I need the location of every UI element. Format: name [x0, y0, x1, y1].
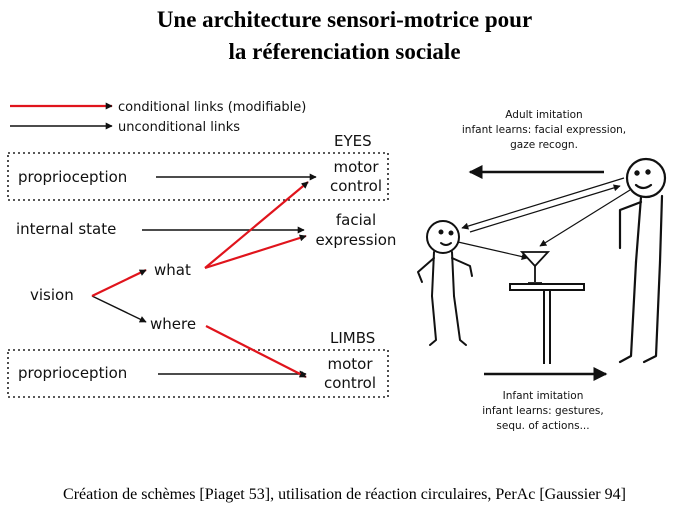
child-arm-right [451, 257, 473, 277]
legend-conditional-label: conditional links (modifiable) [118, 100, 306, 115]
gaze-child-to-glass [457, 241, 529, 261]
glass-bowl [519, 251, 551, 268]
motor-control-bottom-line-2: control [324, 374, 376, 392]
motor-control-top-line-1: motor [333, 158, 379, 176]
table-with-glass [509, 251, 585, 364]
gaze-child-to-adult [469, 184, 621, 233]
where-label: where [150, 315, 196, 333]
adult-head [625, 157, 667, 199]
link-what-to-motor-top [204, 181, 309, 269]
child-head [426, 220, 460, 254]
motor-control-top-line-2: control [330, 177, 382, 195]
legend: conditional links (modifiable) unconditi… [10, 100, 306, 135]
link-vision-to-where [91, 295, 147, 323]
table-top [509, 283, 585, 291]
link-what-to-facial [204, 234, 307, 270]
adult-imitation-line-1: Adult imitation [505, 109, 582, 121]
infant-imitation-line-1: Infant imitation [503, 390, 584, 402]
slide-caption: Création de schèmes [Piaget 53], utilisa… [63, 486, 626, 503]
adult-eye-left [634, 170, 640, 176]
what-label: what [154, 261, 191, 279]
adult-leg-right [642, 260, 662, 364]
child-leg-left [429, 295, 437, 346]
title-line-2: la réferenciation sociale [228, 39, 461, 64]
table-leg [543, 290, 551, 364]
gaze-adult-to-child [461, 177, 625, 230]
eyes-group-box [7, 152, 389, 201]
glass-stem [528, 266, 542, 284]
gaze-arrows [457, 177, 631, 261]
child-eye-left [438, 229, 444, 235]
internal-state-label: internal state [16, 220, 116, 238]
child-eye-right [448, 230, 454, 236]
adult-leg-left [618, 260, 638, 364]
facial-expression-line-1: facial [336, 211, 376, 229]
proprioception-top-label: proprioception [18, 168, 127, 186]
infant-imitation-line-2: infant learns: gestures, [482, 405, 603, 417]
child-body-back [451, 251, 455, 297]
adult-figure [618, 157, 667, 364]
motor-control-bottom-line-1: motor [327, 355, 373, 373]
infant-imitation-line-3: sequ. of actions... [496, 420, 589, 432]
proprioception-bottom-label: proprioception [18, 364, 127, 382]
adult-mouth [634, 183, 653, 190]
adult-eye-right [645, 169, 651, 175]
gaze-adult-to-glass [539, 189, 631, 247]
title-line-1: Une architecture sensori-motrice pour [156, 7, 533, 32]
adult-imitation-line-3: gaze recogn. [510, 139, 578, 151]
slide-title: Une architecture sensori-motrice pour la… [0, 4, 689, 68]
child-mouth [440, 242, 452, 246]
adult-arm [618, 200, 643, 250]
link-where-to-motor-bottom [205, 325, 307, 378]
link-vision-to-what [91, 269, 147, 297]
vision-label: vision [30, 286, 74, 304]
legend-unconditional-label: unconditional links [118, 120, 240, 135]
child-arm-left [417, 257, 435, 283]
facial-expression-line-2: expression [316, 231, 397, 249]
child-figure [417, 220, 473, 346]
adult-body-front [634, 195, 643, 264]
eyes-group-label: EYES [334, 132, 372, 150]
adult-imitation-line-2: infant learns: facial expression, [462, 124, 626, 136]
limbs-group-box [7, 349, 389, 398]
limbs-group-label: LIMBS [330, 329, 375, 347]
adult-body-back [658, 194, 664, 264]
child-leg-right [453, 295, 467, 346]
